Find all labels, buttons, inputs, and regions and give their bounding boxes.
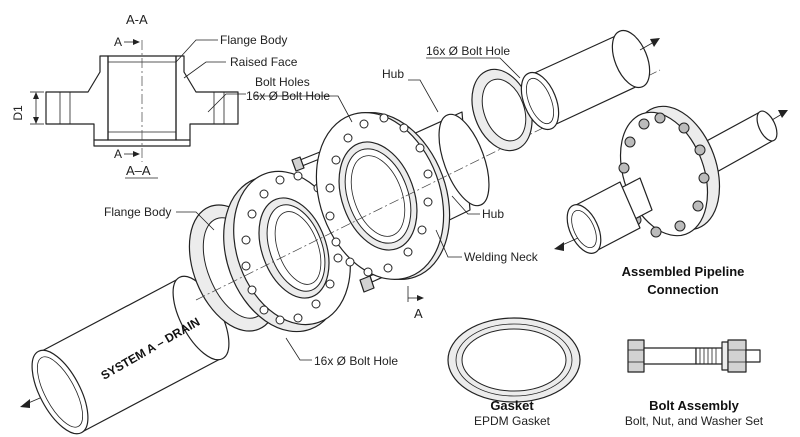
section-marker-top: A [114, 35, 122, 49]
assembled-title-line2: Connection [647, 282, 719, 297]
gasket-subtitle: EPDM Gasket [474, 414, 551, 428]
assembled-title-line1: Assembled Pipeline [622, 264, 745, 279]
gasket-title: Gasket [490, 398, 534, 413]
section-title-bottom: A–A [126, 163, 151, 178]
label-hub-lower: Hub [482, 207, 504, 221]
bolt-assembly-view [627, 339, 761, 373]
label-bolt-holes: Bolt Holes [255, 75, 310, 89]
section-title-top: A-A [126, 12, 148, 27]
flange-welding-neck [315, 111, 490, 280]
label-section-marker: A [414, 306, 423, 321]
pipe-upper [520, 29, 660, 131]
label-bolt-hole-lower: 16x Ø Bolt Hole [314, 354, 398, 368]
label-flange-body-left: Flange Body [104, 205, 171, 219]
section-dimension-d1: D1 [11, 105, 25, 121]
label-bolt-holes-spec: 16x Ø Bolt Hole [246, 89, 330, 103]
label-raised-face: Raised Face [230, 55, 298, 69]
gasket-view [447, 317, 581, 403]
label-flange-body-top: Flange Body [220, 33, 287, 47]
pipe-system-a-drain: SYSTEM A – DRAIN [20, 275, 230, 435]
section-view: D1 A-A A A A–A [11, 12, 239, 179]
leader-lines [175, 39, 521, 361]
label-bolt-hole-upper: 16x Ø Bolt Hole [426, 44, 510, 58]
label-welding-neck: Welding Neck [464, 250, 539, 264]
section-marker-bottom: A [114, 147, 122, 161]
label-hub-upper: Hub [382, 67, 404, 81]
bolt-assembly-subtitle: Bolt, Nut, and Washer Set [625, 414, 764, 428]
gasket-ring-upper [471, 68, 533, 152]
bolt-assembly-title: Bolt Assembly [649, 398, 740, 413]
assembled-connection [554, 105, 788, 254]
